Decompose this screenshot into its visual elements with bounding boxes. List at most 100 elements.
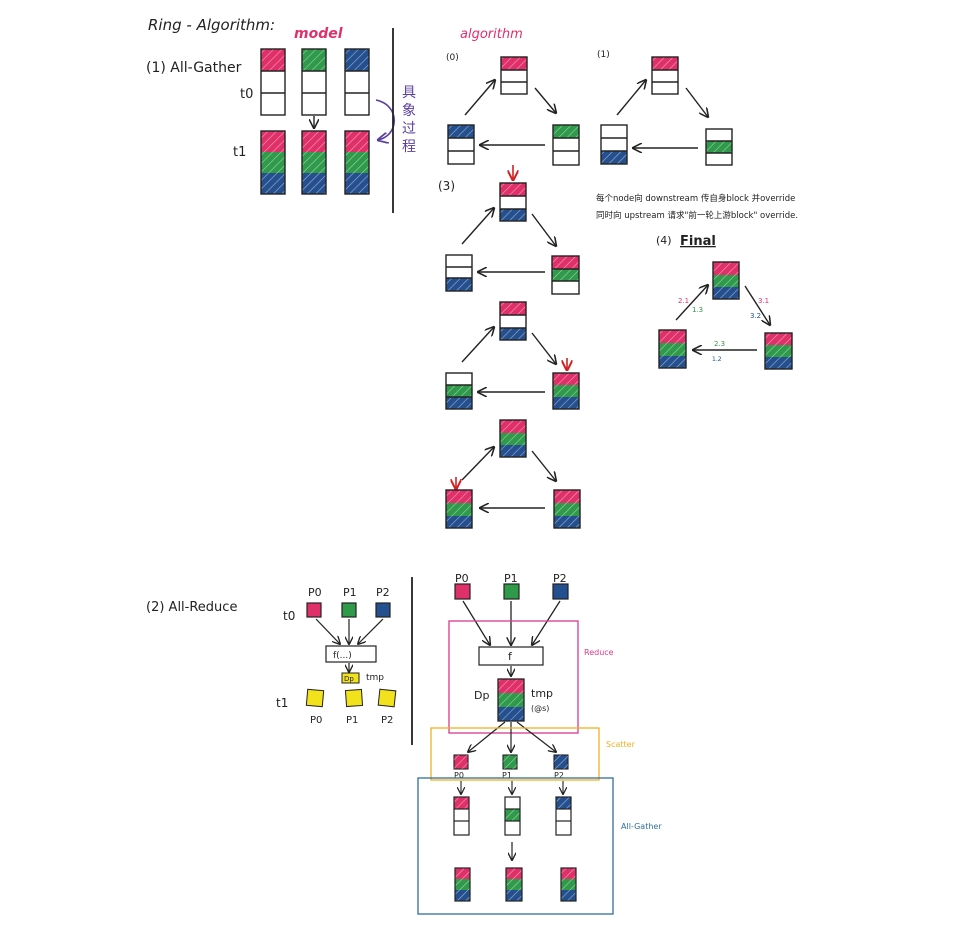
step-4-label: (4): [656, 234, 672, 247]
final-label: Final: [680, 234, 716, 249]
final-edge-label-0: 2.1: [678, 297, 689, 305]
s3b-node-right: [552, 372, 580, 410]
s0-node-right: [552, 124, 580, 166]
final-node-left: [658, 329, 687, 369]
ar-proc-label-0: P0: [308, 586, 322, 599]
r-proc-label-2: P2: [553, 572, 567, 585]
t1-label: t1: [233, 145, 246, 160]
final-edge-label-2: 1.3: [692, 306, 703, 314]
ar-out-label-1: P1: [346, 715, 358, 726]
t1-col-0: [260, 130, 286, 195]
algorithm-header: algorithm: [460, 27, 523, 42]
ar-t1-out-1: [344, 688, 364, 708]
final-edge-label-5: 1.2: [712, 356, 722, 363]
s0-node-left: [447, 124, 475, 165]
ar-proc-label-2: P2: [376, 586, 390, 599]
s3c-node-top: [499, 419, 527, 458]
ar-left-procs: P0 P1 P2 f(...) Dp tmp P0 P1 P2: [305, 586, 397, 726]
model-header: model: [294, 26, 343, 42]
t1-col-2: [344, 130, 370, 195]
t0-col-1: [301, 48, 327, 116]
final-triangle: 2.1 3.1 1.3 3.2 2.3 1.2: [658, 261, 793, 370]
all-reduce-label: (2) All-Reduce: [146, 600, 237, 615]
ag-col-1: [504, 796, 521, 836]
ag-final-col-1: [505, 867, 523, 902]
s1-node-top: [651, 56, 679, 95]
ar-proc-label-1: P1: [343, 586, 357, 599]
ar-dp-label: Dp: [344, 675, 354, 683]
concrete-process-annotation: 具 象 过 程: [402, 85, 416, 155]
final-node-top: [712, 261, 740, 300]
ar-tmp-label: tmp: [366, 673, 384, 683]
all-gather-label: (1) All-Gather: [146, 60, 242, 76]
s3b-node-left: [445, 372, 473, 410]
s3b-node-top: [499, 301, 527, 341]
step-3-label: (3): [438, 179, 455, 193]
step-3a-triangle: [445, 165, 580, 295]
final-edge-label-4: 2.3: [714, 340, 725, 348]
ar-f-box: [325, 645, 377, 663]
s3c-node-right: [553, 489, 581, 529]
final-edge-label-1: 3.1: [758, 297, 769, 305]
page-title: Ring - Algorithm:: [148, 16, 275, 34]
reduce-frame: [448, 620, 579, 734]
allgather-frame: [417, 777, 614, 915]
reduce-label: Reduce: [584, 648, 614, 657]
s3a-node-top: [499, 182, 527, 222]
step-0-label: (0): [446, 53, 459, 63]
scatter-frame: [430, 727, 600, 781]
r-dp-stack: [497, 678, 525, 722]
final-edge-label-3: 3.2: [750, 312, 761, 320]
r-dp-label: Dp: [474, 689, 489, 702]
s-proc-label-0: P0: [454, 771, 464, 780]
step-3c-triangle: [445, 419, 581, 529]
s-proc-label-1: P1: [502, 771, 512, 780]
s1-node-left: [600, 124, 628, 165]
ar-f-label: f(...): [333, 651, 352, 661]
r-f-label: f: [508, 650, 513, 663]
t0-col-0: [260, 48, 286, 116]
s-proc-label-2: P2: [554, 771, 564, 780]
step-1-label: (1): [597, 50, 610, 60]
s3a-node-left: [445, 254, 473, 292]
s3a-node-right: [551, 255, 580, 295]
ag-col-2: [555, 796, 572, 836]
ag-final-col-2: [560, 867, 577, 902]
ar-t1-out-2: [377, 688, 397, 708]
model-t1-columns: [260, 130, 370, 195]
s3c-node-left: [445, 489, 473, 529]
t0-label: t0: [240, 87, 253, 102]
anno-char-3: 程: [402, 139, 416, 155]
ar-t1-label: t1: [276, 696, 288, 710]
ar-t1-out-0: [305, 688, 325, 708]
model-t0-columns: [260, 48, 370, 116]
step-3b-triangle: [445, 301, 580, 410]
r-proc-label-1: P1: [504, 572, 518, 585]
r-tmp-sub-label: (@s): [531, 704, 549, 713]
final-node-right: [764, 332, 793, 370]
ar-out-label-2: P2: [381, 715, 393, 726]
note-line-1: 每个node向 downstream 传自身block 并override: [596, 193, 795, 204]
anno-char-1: 象: [402, 103, 416, 119]
ar-right-diagram: P0 P1 P2 Reduce f Dp tmp (@s) Scatter: [417, 572, 662, 915]
ar-out-label-0: P0: [310, 715, 322, 726]
step-0-triangle: [447, 56, 580, 166]
t1-col-1: [301, 130, 327, 195]
ar-t0-label: t0: [283, 609, 295, 623]
anno-char-2: 过: [402, 121, 416, 137]
t0-col-2: [344, 48, 370, 116]
s1-node-right: [705, 128, 733, 166]
s0-node-top: [500, 56, 528, 95]
scatter-label: Scatter: [606, 740, 636, 749]
step-1-triangle: [600, 56, 733, 166]
anno-char-0: 具: [402, 85, 416, 101]
r-proc-label-0: P0: [455, 572, 469, 585]
r-f-box: [478, 646, 544, 666]
allgather-label: All-Gather: [621, 822, 662, 831]
concrete-process-bracket: [376, 99, 395, 140]
note-line-2: 同时向 upstream 请求"前一轮上游block" override.: [596, 210, 798, 221]
ar-dp-box: [341, 672, 360, 684]
ag-final-col-0: [454, 867, 471, 902]
ag-col-0: [453, 796, 470, 836]
